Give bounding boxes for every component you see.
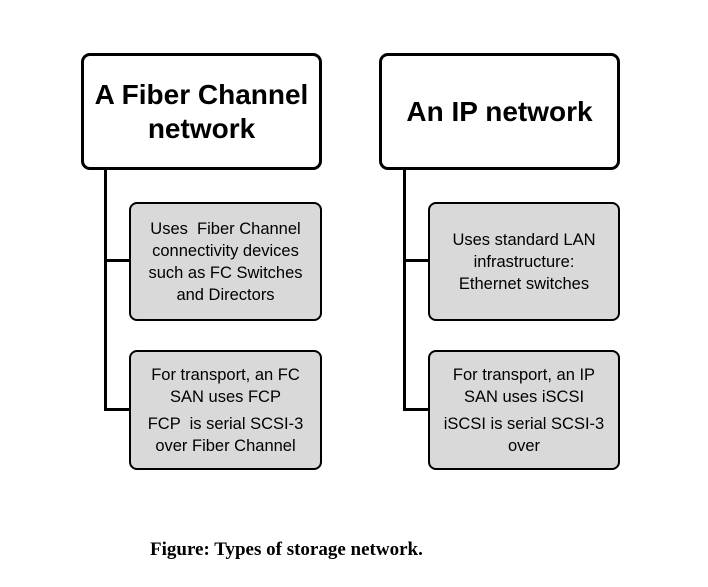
text-line: over Fiber Channel (155, 436, 296, 455)
text-line: infrastructure: (473, 252, 575, 271)
text-line: connectivity devices (152, 241, 299, 260)
text-line: SAN uses iSCSI (463, 387, 585, 406)
text-line: over (507, 436, 541, 455)
fc-transport-paragraph: For transport, an FC SAN uses FCP (151, 364, 300, 408)
iscsi-definition-paragraph: iSCSI is serial SCSI-3 over (444, 413, 604, 457)
text-line: FCP is serial SCSI-3 (147, 414, 304, 433)
text-line: SAN uses FCP (170, 387, 281, 406)
left-connector-to-child1 (104, 259, 132, 262)
right-connector-to-child2 (403, 408, 431, 411)
ip-lan-infrastructure-box: Uses standard LAN infrastructure: Ethern… (428, 202, 620, 321)
fcp-definition-paragraph: FCP is serial SCSI-3 over Fiber Channel (148, 413, 304, 457)
left-connector-vertical (104, 168, 107, 411)
text-line: Ethernet switches (458, 274, 590, 293)
text-line: Uses standard LAN (452, 230, 596, 249)
ip-transport-box: For transport, an IP SAN uses iSCSI iSCS… (428, 350, 620, 470)
fiber-channel-network-box: A Fiber Channel network (81, 53, 322, 170)
figure-caption: Figure: Types of storage network. (150, 539, 423, 560)
text-line: and Directors (176, 285, 275, 304)
right-connector-vertical (403, 168, 406, 411)
text-line: For transport, an FC (151, 365, 300, 384)
header-line: A Fiber Channel (94, 78, 309, 110)
right-connector-to-child1 (403, 259, 431, 262)
header-line: An IP network (406, 95, 593, 127)
ip-transport-paragraph: For transport, an IP SAN uses iSCSI (453, 364, 595, 408)
text-line: iSCSI is serial SCSI-3 (443, 414, 605, 433)
ip-network-box: An IP network (379, 53, 620, 170)
text-line: Uses Fiber Channel (150, 219, 301, 238)
fc-connectivity-box: Uses Fiber Channel connectivity devices … (129, 202, 322, 321)
text-line: such as FC Switches (148, 263, 303, 282)
header-line: network (147, 112, 256, 144)
fc-transport-box: For transport, an FC SAN uses FCP FCP is… (129, 350, 322, 470)
text-line: For transport, an IP (452, 365, 596, 384)
left-connector-to-child2 (104, 408, 132, 411)
